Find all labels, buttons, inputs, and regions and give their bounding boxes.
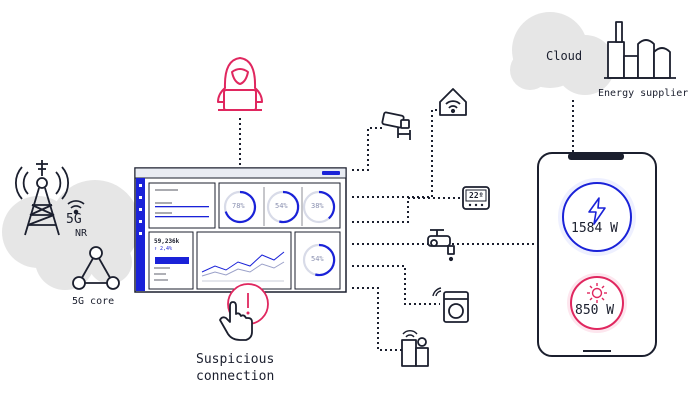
cloud-label: Cloud <box>546 49 583 63</box>
suspicious-label-line2: connection <box>196 369 275 384</box>
core-network-icon <box>72 246 120 290</box>
thermostat-reading: 22º <box>469 191 484 200</box>
smartphone <box>537 152 657 357</box>
pointing-hand-icon <box>219 301 253 341</box>
dotted-connectors <box>239 100 574 351</box>
nr-label: NR <box>75 228 88 239</box>
smart-home-icon <box>439 88 467 116</box>
dashboard-total-value: 59,236k <box>154 238 180 245</box>
dashboard-total-change: ↑ 2,4% <box>154 246 173 252</box>
thermostat-icon <box>462 186 490 210</box>
hacker-icon <box>217 57 263 111</box>
gauge-label-3: 38% <box>311 202 324 210</box>
smart-building-icon <box>401 330 429 367</box>
power-plant-icon <box>604 21 676 79</box>
left-cloud <box>2 180 140 290</box>
gauge-label-2: 54% <box>275 202 288 210</box>
solar-value: 850 W <box>575 303 615 318</box>
security-camera-icon <box>381 111 411 140</box>
consumption-value: 1584 W <box>571 221 618 236</box>
right-cloud <box>510 12 615 95</box>
gauge-label-1: 78% <box>232 202 245 210</box>
dashboard-window <box>134 167 347 293</box>
suspicious-label-line1: Suspicious <box>196 352 275 367</box>
cell-tower-icon <box>15 160 69 236</box>
fiveg-core-label: 5G core <box>72 296 115 307</box>
washing-machine-icon <box>432 287 469 323</box>
fiveg-label: 5G <box>66 212 82 227</box>
wifi-icon <box>67 200 85 215</box>
water-tap-icon <box>427 229 455 262</box>
gauge-label-4: 54% <box>311 255 324 263</box>
energy-supplier-label: Energy supplier <box>598 88 689 99</box>
